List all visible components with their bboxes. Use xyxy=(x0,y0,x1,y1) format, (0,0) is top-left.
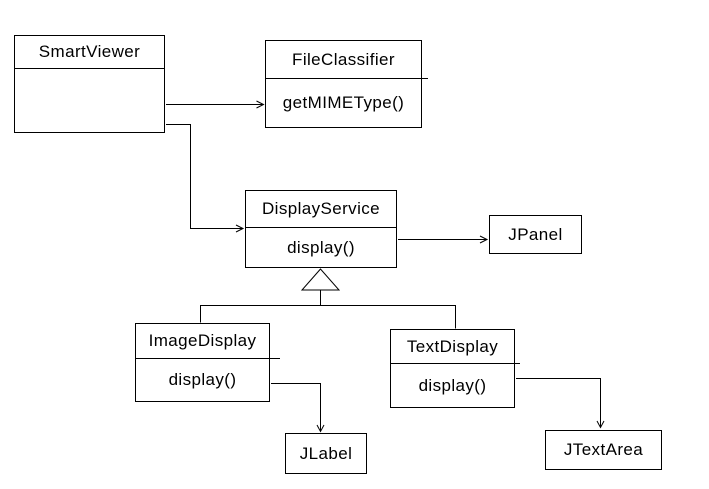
class-box-fileclassifier: FileClassifier getMIMEType() xyxy=(265,40,422,128)
class-name-label: JTextArea xyxy=(563,440,644,459)
class-name-label: JPanel xyxy=(508,224,563,244)
arrow-smartviewer-fileclassifier xyxy=(166,100,265,109)
class-box-smartviewer: SmartViewer xyxy=(14,35,165,133)
class-box-imagedisplay: ImageDisplay display() xyxy=(135,323,270,402)
arrow-displayservice-jpanel xyxy=(398,235,489,244)
generalization-triangle-icon xyxy=(300,268,341,291)
class-box-textdisplay: TextDisplay display() xyxy=(390,329,515,408)
empty-compartment xyxy=(15,68,164,132)
class-box-jpanel: JPanel xyxy=(489,215,582,254)
class-box-jtextarea: JTextArea xyxy=(545,430,662,470)
class-name-label: FileClassifier xyxy=(292,49,395,69)
class-method-label: display() xyxy=(136,358,269,401)
class-method-label: display() xyxy=(246,227,396,267)
class-name-label: TextDisplay xyxy=(406,336,499,356)
class-box-jlabel: JLabel xyxy=(285,433,367,474)
arrow-imagedisplay-jlabel xyxy=(271,383,325,433)
generalization-connector xyxy=(200,268,456,329)
class-name-label: DisplayService xyxy=(261,199,381,218)
class-method-label: display() xyxy=(391,363,514,407)
class-box-displayservice: DisplayService display() xyxy=(245,190,397,268)
class-name-label: JLabel xyxy=(299,443,353,463)
divider-overhangs xyxy=(270,78,520,364)
arrow-smartviewer-displayservice xyxy=(166,124,245,233)
class-name-label: ImageDisplay xyxy=(148,331,257,350)
class-method-label: getMIMEType() xyxy=(266,78,421,127)
arrow-textdisplay-jtextarea xyxy=(516,378,605,429)
class-name-label: SmartViewer xyxy=(38,42,141,61)
